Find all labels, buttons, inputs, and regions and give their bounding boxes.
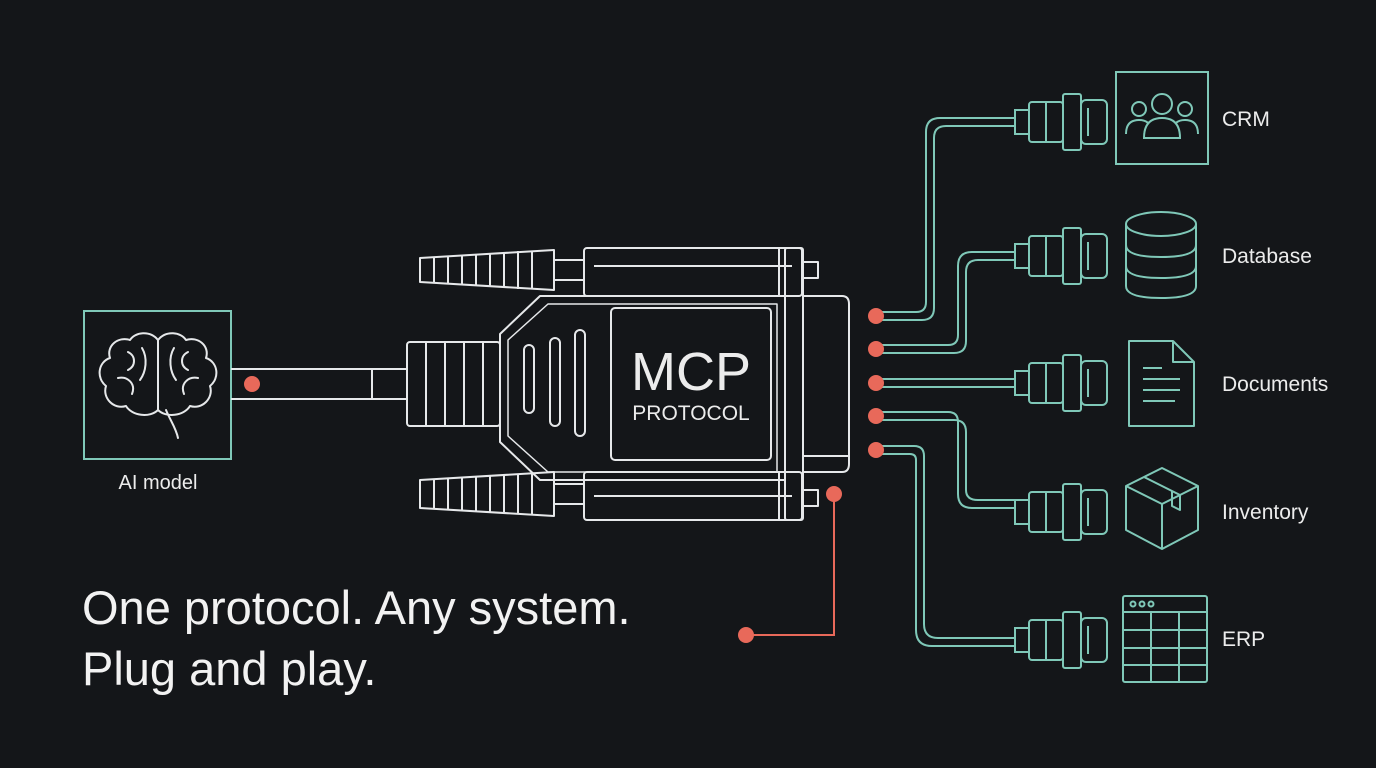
port-dot [868,375,884,391]
connector-database [1014,227,1108,285]
ai-model-node: AI model [83,310,232,494]
table-grid-icon [1122,595,1208,683]
system-label-crm: CRM [1222,108,1270,131]
connection-line-inventory [876,411,1015,509]
adapter-boot [406,341,501,427]
port-dot [868,341,884,357]
ai-model-box [83,310,232,460]
vent-slot [523,344,535,414]
users-icon [1125,93,1199,139]
connector-crm [1014,93,1108,151]
connection-line-database [876,251,1015,346]
port-dots [868,308,884,458]
vent-slot [549,337,561,427]
connection-line-crm [876,117,1015,313]
dsub-shell [803,295,850,473]
ai-cable-dot [244,376,260,392]
connector-documents [1014,354,1108,412]
adapter-label-panel [610,307,772,461]
connector-inventory [1014,483,1108,541]
crm-box [1115,71,1209,165]
port-dot [868,308,884,324]
box-icon [1125,467,1199,550]
connector-erp [1014,611,1108,669]
leader-dot-bottom [738,627,754,643]
adapter-subtitle: PROTOCOL [632,402,749,425]
ai-model-label: AI model [119,472,198,494]
connection-lines [876,117,1015,647]
mcp-adapter [406,247,850,521]
system-label-documents: Documents [1222,373,1328,396]
system-label-inventory: Inventory [1222,501,1309,524]
tagline-leader [738,486,842,643]
port-dot [868,408,884,424]
connection-line-erp [876,445,1015,639]
tagline-line-1: One protocol. Any system. [82,581,631,634]
adapter-title: MCP [631,342,751,402]
tagline-line-2: Plug and play. [82,642,376,695]
document-icon [1128,340,1195,427]
vent-slot [574,329,586,437]
ai-cable [231,368,407,400]
leader-dot-top [826,486,842,502]
database-icon [1125,211,1197,300]
port-dot [868,442,884,458]
top-thumbscrew [419,247,819,297]
adapter-flange [784,247,804,521]
brain-icon [98,332,218,439]
system-label-erp: ERP [1222,628,1265,651]
system-label-database: Database [1222,245,1312,268]
